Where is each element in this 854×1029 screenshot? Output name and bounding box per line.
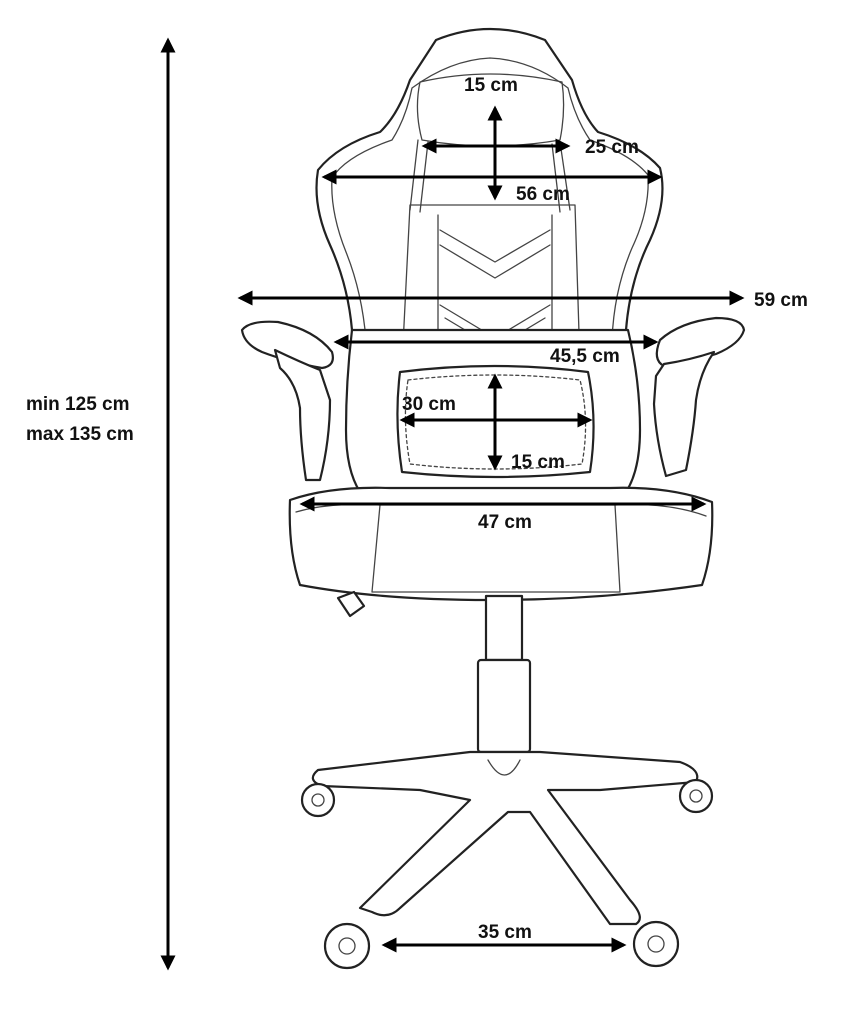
seat-width-label: 47 cm: [478, 512, 532, 533]
chair-illustration: [240, 27, 746, 970]
dimension-arrows: [160, 37, 745, 971]
backrest-top-width-label: 56 cm: [516, 184, 570, 205]
armrest-left-pad: [240, 320, 334, 370]
wheel-spacing-label: 35 cm: [478, 922, 532, 943]
total-width-label: 59 cm: [754, 290, 808, 311]
backrest-chevron-upper: [439, 229, 551, 279]
height-lever: [336, 590, 366, 618]
dimension-labels: 15 cm 25 cm 56 cm 59 cm 45,5 cm 30 cm 15…: [26, 75, 808, 943]
lumbar-width-label: 30 cm: [402, 394, 456, 415]
star-base: [311, 750, 699, 926]
headrest-width-label: 25 cm: [585, 137, 639, 158]
caster-front-right: [632, 920, 680, 968]
height-min-label: min 125 cm: [26, 394, 130, 415]
armrest-right-post: [652, 350, 716, 478]
lumbar-stitch: [404, 374, 587, 470]
backrest-lower-width-label: 45,5 cm: [550, 346, 620, 367]
lumbar-height-label: 15 cm: [511, 452, 565, 473]
armrest-left-post: [273, 348, 332, 482]
height-max-label: max 135 cm: [26, 424, 134, 445]
caster-back-right: [678, 778, 714, 814]
headrest-height-label: 15 cm: [464, 75, 518, 96]
caster-front-left: [323, 922, 371, 970]
caster-back-left: [300, 782, 336, 818]
seat-cushion: [288, 486, 714, 602]
gas-lift-upper: [484, 594, 524, 662]
star-base-center: [487, 759, 521, 776]
gas-lift-lower: [476, 658, 532, 754]
